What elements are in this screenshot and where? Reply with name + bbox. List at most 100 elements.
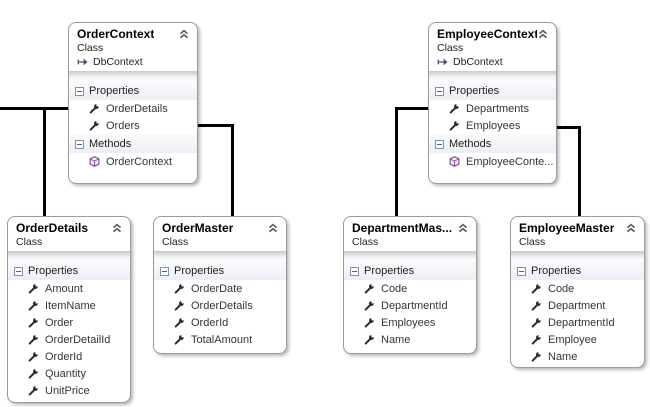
minus-box-icon[interactable] [350,266,359,276]
class-node-orderdetails[interactable]: OrderDetails Class Properties Amount Ite… [7,216,131,403]
member-name: Name [381,333,411,346]
minus-box-icon[interactable] [75,86,84,96]
wrench-icon [28,283,39,294]
wrench-icon [28,368,39,379]
method-member[interactable]: EmployeeConte... [429,153,556,170]
collapse-chevron-icon[interactable] [457,223,469,233]
property-member[interactable]: DepartmentId [511,314,644,331]
property-member[interactable]: UnitPrice [8,382,130,399]
member-name: Employees [466,119,521,132]
member-name: OrderDetails [191,299,253,312]
property-member[interactable]: TotalAmount [154,331,286,348]
connector-employeecontext-employeemaster[interactable] [554,126,581,129]
member-name: Employee [548,333,597,346]
compartment-separator [511,251,644,261]
collapse-chevron-icon[interactable] [267,223,279,233]
property-member[interactable]: Quantity [8,365,130,382]
minus-box-icon[interactable] [160,266,169,276]
connector-ordercontext-ordermaster[interactable] [231,124,234,216]
member-name: UnitPrice [45,384,90,397]
section-label: Properties [89,85,140,97]
property-member[interactable]: ItemName [8,297,130,314]
wrench-icon [28,351,39,362]
class-kind: Class [437,42,464,54]
section-label: Properties [449,85,500,97]
property-member[interactable]: Order [8,314,130,331]
wrench-icon [174,334,185,345]
cube-icon [449,156,460,167]
wrench-icon [174,283,185,294]
connector-ordercontext-orderdetails[interactable] [43,107,46,216]
connector-ordercontext-ordermaster[interactable] [195,124,234,127]
property-member[interactable]: Amount [8,280,130,297]
member-name: Code [548,282,575,295]
connector-employeecontext-departmentmaster[interactable] [395,107,398,216]
property-member[interactable]: Code [344,280,476,297]
collapse-chevron-icon[interactable] [111,223,123,233]
property-member[interactable]: Departments [429,100,556,117]
class-node-employeecontext[interactable]: EmployeeContext Class DbContext Properti… [428,22,557,184]
property-member[interactable]: Name [511,348,644,365]
wrench-icon [28,317,39,328]
property-member[interactable]: OrderDetails [69,100,197,117]
property-member[interactable]: Employee [511,331,644,348]
wrench-icon [531,283,542,294]
section-label: Properties [364,265,415,277]
minus-box-icon[interactable] [14,266,23,276]
member-name: OrderId [45,350,83,363]
method-member[interactable]: OrderContext [69,153,197,170]
class-node-employeemaster[interactable]: EmployeeMaster Class Properties Code Dep… [510,216,645,368]
collapse-chevron-icon[interactable] [537,29,549,39]
base-type-arrow-icon [77,57,89,67]
connector-employeecontext-employeemaster[interactable] [578,126,581,216]
class-node-departmentmaster[interactable]: DepartmentMas... Class Properties Code D… [343,216,477,354]
wrench-icon [364,317,375,328]
connector-ordercontext-orderdetails[interactable] [0,107,69,110]
member-name: Code [381,282,408,295]
wrench-icon [449,103,460,114]
compartment-separator [8,251,130,261]
property-member[interactable]: OrderId [154,314,286,331]
wrench-icon [89,120,100,131]
member-name: Name [548,350,578,363]
wrench-icon [174,300,185,311]
member-name: Order [45,316,74,329]
member-name: Department [548,299,606,312]
property-member[interactable]: OrderDate [154,280,286,297]
compartment-separator [344,251,476,261]
property-member[interactable]: OrderDetails [154,297,286,314]
property-member[interactable]: OrderDetailId [8,331,130,348]
property-member[interactable]: Orders [69,117,197,134]
property-member[interactable]: Employees [429,117,556,134]
member-name: DepartmentId [548,316,615,329]
class-title: OrderMaster [162,221,234,235]
class-node-ordermaster[interactable]: OrderMaster Class Properties OrderDate O… [153,216,287,354]
property-member[interactable]: Department [511,297,644,314]
member-name: ItemName [45,299,96,312]
wrench-icon [364,334,375,345]
property-member[interactable]: Employees [344,314,476,331]
class-title: OrderDetails [16,221,89,235]
minus-box-icon[interactable] [517,266,526,276]
connector-employeecontext-departmentmaster[interactable] [395,107,429,110]
section-label: Methods [449,138,492,150]
class-kind: Class [519,236,546,248]
minus-box-icon[interactable] [75,139,84,149]
class-kind: Class [352,236,379,248]
property-member[interactable]: Name [344,331,476,348]
collapse-chevron-icon[interactable] [625,223,637,233]
minus-box-icon[interactable] [435,139,444,149]
wrench-icon [89,103,100,114]
property-member[interactable]: DepartmentId [344,297,476,314]
member-name: DepartmentId [381,299,448,312]
class-title: EmployeeContext [437,27,537,41]
property-member[interactable]: OrderId [8,348,130,365]
wrench-icon [531,317,542,328]
property-member[interactable]: Code [511,280,644,297]
class-node-ordercontext[interactable]: OrderContext Class DbContext Properties … [68,22,198,184]
minus-box-icon[interactable] [435,86,444,96]
wrench-icon [531,351,542,362]
base-type-arrow-icon [437,57,449,67]
collapse-chevron-icon[interactable] [178,29,190,39]
section-label: Properties [174,265,225,277]
